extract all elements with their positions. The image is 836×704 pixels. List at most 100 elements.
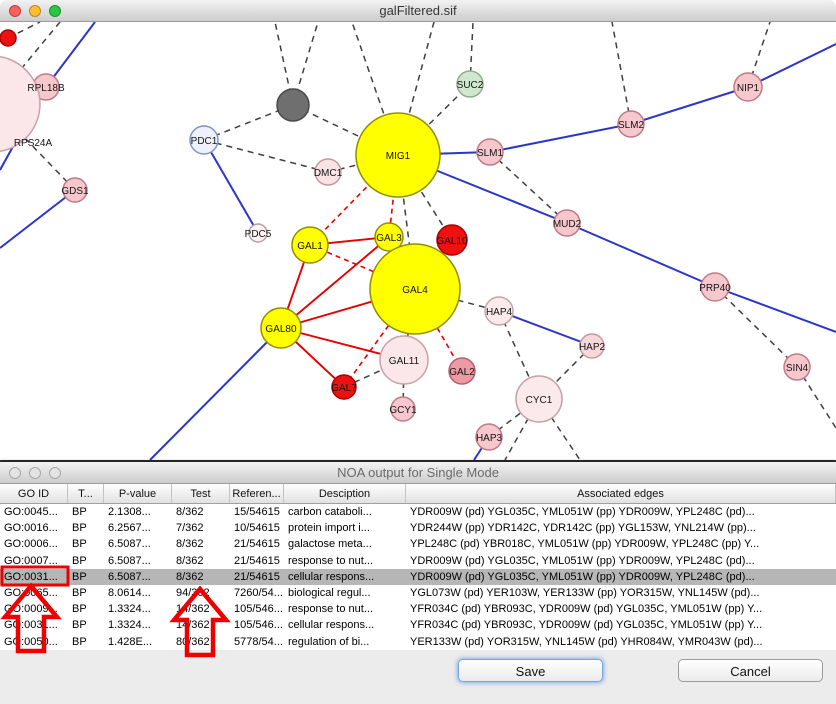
edge-blue	[747, 43, 836, 88]
node-gal10[interactable]	[436, 224, 468, 256]
node-cyc1[interactable]	[515, 375, 563, 423]
column-header-goid[interactable]: GO ID	[0, 484, 68, 503]
cell: 8/362	[176, 506, 204, 519]
cell: YPL248C (pd) YBR018C, YML051W (pp) YDR00…	[410, 538, 760, 551]
node-slm1[interactable]	[476, 138, 504, 166]
cell: BP	[72, 603, 87, 616]
edge-dash	[611, 22, 632, 125]
cell: GO:0065...	[4, 587, 58, 600]
cell: 7260/54...	[234, 587, 283, 600]
minimize-button-icon[interactable]	[29, 467, 41, 479]
node-gds1[interactable]	[62, 177, 88, 203]
node-gal11[interactable]	[379, 335, 429, 385]
zoom-button-icon[interactable]	[49, 5, 61, 17]
cell: GO:0016...	[4, 522, 58, 535]
node-gal80[interactable]	[260, 307, 302, 349]
node-slm2[interactable]	[617, 110, 645, 138]
column-header-associatededges[interactable]: Associated edges	[406, 484, 836, 503]
save-button[interactable]: Save	[458, 659, 603, 682]
noa-window-titlebar[interactable]: NOA output for Single Mode	[0, 462, 836, 484]
node-rps24a[interactable]	[0, 55, 41, 153]
cell: 8/362	[176, 538, 204, 551]
node-hap4[interactable]	[484, 296, 514, 326]
cell: BP	[72, 554, 87, 567]
node-label-prp40: PRP40	[699, 283, 731, 294]
node-label-hap2: HAP2	[579, 342, 606, 353]
column-header-desciption[interactable]: Desciption	[284, 484, 406, 503]
traffic-lights-inactive	[9, 467, 61, 479]
cell: regulation of bi...	[288, 635, 370, 648]
zoom-button-icon[interactable]	[49, 467, 61, 479]
node-label-dmc1: DMC1	[314, 168, 343, 179]
cell: YDR009W (pd) YGL035C, YML051W (pp) YDR00…	[410, 554, 755, 567]
cell: YDR009W (pd) YGL035C, YML051W (pp) YDR00…	[410, 570, 755, 583]
cell: GO:0031...	[4, 619, 58, 632]
node-prp40[interactable]	[700, 272, 730, 302]
traffic-lights	[9, 5, 61, 17]
node-gray[interactable]	[276, 88, 310, 122]
edge-dash	[292, 104, 399, 156]
graph-window-titlebar[interactable]: galFiltered.sif	[0, 0, 836, 22]
cell: 105/546...	[234, 619, 283, 632]
close-button-icon[interactable]	[9, 467, 21, 479]
node-redtl[interactable]	[0, 29, 17, 47]
cell: BP	[72, 506, 87, 519]
cell: BP	[72, 522, 87, 535]
node-suc2[interactable]	[456, 70, 484, 98]
node-pdc5[interactable]	[248, 223, 268, 243]
cancel-button[interactable]: Cancel	[678, 659, 823, 682]
node-gcy1[interactable]	[390, 396, 416, 422]
node-dmc1[interactable]	[314, 158, 342, 186]
cell: 7/362	[176, 522, 204, 535]
node-hap3[interactable]	[475, 423, 503, 451]
cell: YER133W (pd) YOR315W, YNL145W (pd) YHR08…	[410, 635, 763, 648]
cell: cellular respons...	[288, 570, 375, 583]
cell: 8/362	[176, 570, 204, 583]
network-canvas[interactable]: RPL18BRPS24AGDS1PDC1DMC1MIG1SUC2SLM1SLM2…	[0, 22, 836, 460]
node-gal2[interactable]	[448, 357, 476, 385]
node-mud2[interactable]	[553, 209, 581, 237]
node-sin4[interactable]	[783, 353, 811, 381]
node-gal7[interactable]	[331, 374, 357, 400]
node-hap2[interactable]	[579, 333, 605, 359]
cell: 8.0614...	[108, 587, 151, 600]
cell: GO:0031...	[4, 570, 58, 583]
noa-window-title: NOA output for Single Mode	[337, 465, 499, 480]
cell: BP	[72, 635, 87, 648]
node-label-gal80: GAL80	[265, 324, 297, 335]
node-gal1[interactable]	[291, 226, 329, 264]
close-button-icon[interactable]	[9, 5, 21, 17]
cell: BP	[72, 587, 87, 600]
cell: carbon cataboli...	[288, 506, 372, 519]
minimize-button-icon[interactable]	[29, 5, 41, 17]
cell: GO:0007...	[4, 554, 58, 567]
node-nip1[interactable]	[733, 72, 763, 102]
node-label-mig1: MIG1	[386, 151, 411, 162]
column-header-pvalue[interactable]: P-value	[104, 484, 172, 503]
cell: 6.5087...	[108, 570, 151, 583]
node-gal3[interactable]	[374, 222, 404, 252]
cell: GO:0006...	[4, 538, 58, 551]
node-mig1[interactable]	[355, 112, 441, 198]
column-header-referen[interactable]: Referen...	[230, 484, 284, 503]
cell: 6.5087...	[108, 554, 151, 567]
cell: YGL073W (pd) YER103W, YER133W (pp) YOR31…	[410, 587, 760, 600]
dialog-footer: Save Cancel	[0, 650, 836, 704]
column-header-test[interactable]: Test	[172, 484, 230, 503]
node-label-gal4: GAL4	[402, 285, 428, 296]
column-header-t[interactable]: T...	[68, 484, 104, 503]
node-gal4[interactable]	[369, 243, 461, 335]
node-pdc1[interactable]	[189, 125, 219, 155]
